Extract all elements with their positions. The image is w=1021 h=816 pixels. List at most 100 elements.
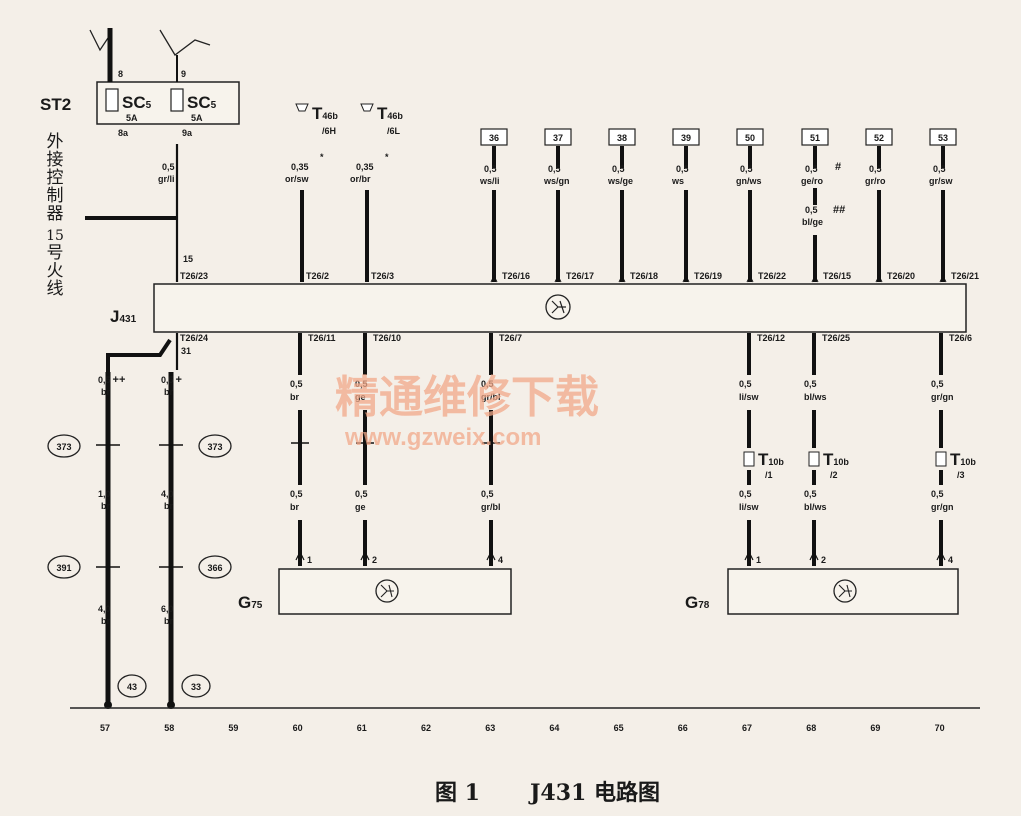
sensor-g75-symbol-icon [375,579,399,603]
svg-text:T26/7: T26/7 [499,333,522,343]
top-wires: 0,5 gr/li 15 T26/23 T46b /6H T46b /6L 0,… [158,103,403,282]
scale-number: 58 [164,723,174,733]
svg-text:T26/23: T26/23 [180,271,208,281]
ref-box [544,128,572,146]
svg-text:0,5: 0,5 [804,489,817,499]
svg-text:*: * [385,152,389,162]
svg-text:/3: /3 [957,470,965,480]
svg-text:T26/3: T26/3 [371,271,394,281]
svg-text:br: br [101,616,110,626]
svg-text:T26/20: T26/20 [887,271,915,281]
svg-text:gr/bl: gr/bl [481,392,501,402]
svg-text:2: 2 [821,555,826,565]
ref-box-label: 39 [681,133,691,143]
svg-text:/6L: /6L [387,126,401,136]
fuse-block: ST2 8 SC5 5A 8a 9 SC5 5A 9a [40,28,240,138]
svg-text:0,5: 0,5 [612,164,625,174]
svg-text:0,5: 0,5 [739,489,752,499]
svg-text:gr/gn: gr/gn [931,392,954,402]
svg-text:1,0: 1,0 [98,489,111,499]
ref-box-label: 38 [617,133,627,143]
svg-text:0,5: 0,5 [290,489,303,499]
svg-text:gn/ws: gn/ws [736,176,762,186]
svg-text:ge: ge [355,392,366,402]
svg-text:0,5: 0,5 [484,164,497,174]
svg-text:T26/15: T26/15 [823,271,851,281]
svg-text:T10b: T10b [823,450,849,469]
sensor-g78: G78 [685,568,959,615]
scale-number: 57 [100,723,110,733]
svg-text:ge: ge [355,502,366,512]
svg-text:G75: G75 [238,593,263,612]
module-j431: J431 [110,283,967,333]
svg-text:ws/ge: ws/ge [607,176,633,186]
ref-circle-391: 391 [47,555,81,579]
svg-text:5A: 5A [126,113,138,123]
ref-circle-373-right: 373 [198,434,232,458]
side-label-char: 接 [47,150,64,170]
svg-text:T26/16: T26/16 [502,271,530,281]
svg-text:4: 4 [948,555,953,565]
svg-text:bl/ws: bl/ws [804,392,827,402]
connector-t46b-6h: T46b /6H [295,103,338,136]
svg-text:gr/sw: gr/sw [929,176,954,186]
top-wires-right: 360,5ws/liT26/16370,5ws/gnT26/17380,5ws/… [479,128,979,283]
svg-text:0,5: 0,5 [162,162,175,172]
scale-number: 70 [935,723,945,733]
svg-text:/6H: /6H [322,126,336,136]
svg-text:0,5: 0,5 [355,489,368,499]
svg-text:373: 373 [56,442,71,452]
svg-text:T46b: T46b [312,104,338,123]
svg-text:0,5: 0,5 [739,379,752,389]
svg-text:www.gzweix.com: www.gzweix.com [344,424,542,451]
svg-text:0,5: 0,5 [931,379,944,389]
figure-caption: 图 1 J431 电路图 [435,780,660,806]
svg-text:gr/ro: gr/ro [865,176,886,186]
svg-text:T26/18: T26/18 [630,271,658,281]
svg-text:0,5: 0,5 [481,489,494,499]
side-label-char: 号 [47,243,64,263]
svg-text:gr/bl: gr/bl [481,502,501,512]
scale-number: 59 [228,723,238,733]
svg-text:0,5: 0,5 [676,164,689,174]
svg-text:4,0: 4,0 [98,604,111,614]
svg-text:br: br [164,616,173,626]
svg-text:G78: G78 [685,593,710,612]
svg-text:/1: /1 [765,470,773,480]
ref-circle-33: 33 [181,674,211,698]
svg-text:T26/21: T26/21 [951,271,979,281]
svg-text:br: br [101,387,110,397]
svg-text:31: 31 [181,346,191,356]
fuse-block-name: ST2 [40,95,71,114]
connector-t46b-6l: T46b /6L [360,103,403,136]
svg-text:T26/6: T26/6 [949,333,972,343]
svg-text:T26/19: T26/19 [694,271,722,281]
svg-text:2: 2 [372,555,377,565]
ref-circle-43: 43 [117,674,147,698]
svg-text:33: 33 [191,682,201,692]
ref-box-label: 52 [874,133,884,143]
connector-t10b [935,451,947,467]
svg-text:373: 373 [207,442,222,452]
ref-box [929,128,957,146]
svg-text:T26/22: T26/22 [758,271,786,281]
connector-t10b [743,451,755,467]
svg-text:SC5: SC5 [122,93,152,112]
svg-text:T26/2: T26/2 [306,271,329,281]
svg-text:ge/ro: ge/ro [801,176,824,186]
svg-text:ws/li: ws/li [479,176,500,186]
svg-text:9a: 9a [182,128,193,138]
ref-circle-366: 366 [198,555,232,579]
svg-text:0,5: 0,5 [933,164,946,174]
ref-box-label: 51 [810,133,820,143]
svg-text:T26/17: T26/17 [566,271,594,281]
svg-text:T26/12: T26/12 [757,333,785,343]
svg-text:图 1: 图 1 [435,780,480,806]
fuse-sc5-right: 9 SC5 5A 9a [170,69,217,138]
svg-text:0,5: 0,5 [804,379,817,389]
side-label-char: 线 [47,279,64,299]
svg-text:0,5: 0,5 [805,205,818,215]
scale-number: 64 [549,723,559,733]
svg-text:#: # [835,161,841,173]
